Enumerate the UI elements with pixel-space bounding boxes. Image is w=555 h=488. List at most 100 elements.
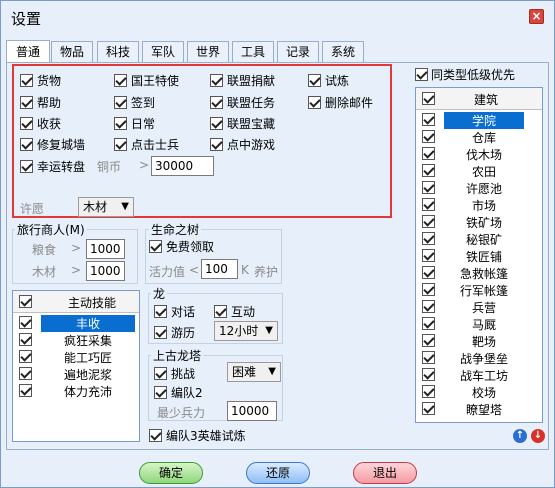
building-checkbox[interactable] <box>422 368 435 381</box>
building-checkbox[interactable] <box>422 334 435 347</box>
close-button[interactable]: × <box>529 9 544 24</box>
low-priority-checkbox[interactable] <box>415 68 428 81</box>
list-item[interactable]: 能工巧匠 <box>13 349 139 366</box>
skills-list[interactable]: 主动技能 丰收 疯狂采集 能工巧匠 遍地泥浆 体力充沛 <box>12 290 140 442</box>
building-checkbox[interactable] <box>422 283 435 296</box>
buildings-select-all-checkbox[interactable] <box>422 92 435 105</box>
list-item[interactable]: 仓库 <box>416 129 542 146</box>
skill-checkbox[interactable] <box>19 316 32 329</box>
list-item[interactable]: 农田 <box>416 163 542 180</box>
building-checkbox[interactable] <box>422 385 435 398</box>
list-item[interactable]: 铁匠铺 <box>416 248 542 265</box>
building-checkbox[interactable] <box>422 232 435 245</box>
building-checkbox[interactable] <box>422 147 435 160</box>
merchant-food-input[interactable]: 1000 <box>86 239 125 259</box>
list-item[interactable]: 疯狂采集 <box>13 332 139 349</box>
list-item[interactable]: 靶场 <box>416 333 542 350</box>
building-checkbox[interactable] <box>422 402 435 415</box>
dragon-duration-select[interactable]: 12小时 ▼ <box>214 321 278 341</box>
list-item[interactable]: 秘银矿 <box>416 231 542 248</box>
skill-checkbox[interactable] <box>19 350 32 363</box>
building-label: 瞭望塔 <box>465 403 502 417</box>
harvest-checkbox[interactable] <box>20 117 33 130</box>
checkin-checkbox[interactable] <box>114 96 127 109</box>
building-checkbox[interactable] <box>422 215 435 228</box>
list-item[interactable]: 铁矿场 <box>416 214 542 231</box>
lucky-wheel-checkbox[interactable] <box>20 160 33 173</box>
list-item[interactable]: 学院 <box>416 112 542 129</box>
move-down-icon[interactable]: ↓ <box>531 429 545 443</box>
tab-system[interactable]: 系统 <box>322 41 364 63</box>
tower-challenge-checkbox[interactable] <box>154 367 167 380</box>
move-up-icon[interactable]: ↑ <box>513 429 527 443</box>
building-checkbox[interactable] <box>422 317 435 330</box>
list-item[interactable]: 遍地泥浆 <box>13 366 139 383</box>
delete-mail-checkbox[interactable] <box>308 96 321 109</box>
ok-button[interactable]: 确定 <box>139 462 203 484</box>
skill-checkbox[interactable] <box>19 333 32 346</box>
list-item[interactable]: 行军帐篷 <box>416 282 542 299</box>
wish-select[interactable]: 木材 ▼ <box>78 197 134 217</box>
building-checkbox[interactable] <box>422 130 435 143</box>
tab-items[interactable]: 物品 <box>51 41 93 63</box>
tower-team2-checkbox[interactable] <box>154 386 167 399</box>
building-checkbox[interactable] <box>422 181 435 194</box>
list-item[interactable]: 许愿池 <box>416 180 542 197</box>
tower-difficulty-select[interactable]: 困难 ▼ <box>227 362 281 382</box>
list-item[interactable]: 马厩 <box>416 316 542 333</box>
tab-army[interactable]: 军队 <box>142 41 184 63</box>
exit-button[interactable]: 退出 <box>353 462 417 484</box>
list-item[interactable]: 战车工坊 <box>416 367 542 384</box>
list-item[interactable]: 兵营 <box>416 299 542 316</box>
tab-general[interactable]: 普通 <box>6 40 50 64</box>
list-item[interactable]: 丰收 <box>13 315 139 332</box>
help-checkbox[interactable] <box>20 96 33 109</box>
building-checkbox[interactable] <box>422 198 435 211</box>
building-label: 兵营 <box>471 301 496 315</box>
list-item[interactable]: 瞭望塔 <box>416 401 542 418</box>
building-checkbox[interactable] <box>422 351 435 364</box>
merchant-wood-input[interactable]: 1000 <box>86 261 125 281</box>
free-claim-label: 免费领取 <box>166 240 215 254</box>
copper-input[interactable]: 30000 <box>151 156 214 176</box>
repair-wall-checkbox[interactable] <box>20 138 33 151</box>
skill-checkbox[interactable] <box>19 367 32 380</box>
list-item[interactable]: 急救帐篷 <box>416 265 542 282</box>
buildings-list[interactable]: 建筑 学院 仓库 伐木场 农田 许愿池 市场 铁矿场 秘银矿 铁匠铺 急救帐篷 … <box>415 87 543 423</box>
building-checkbox[interactable] <box>422 300 435 313</box>
free-claim-checkbox[interactable] <box>149 240 162 253</box>
tab-world[interactable]: 世界 <box>187 41 229 63</box>
alliance-treasure-checkbox[interactable] <box>210 117 223 130</box>
building-checkbox[interactable] <box>422 164 435 177</box>
building-checkbox[interactable] <box>422 266 435 279</box>
list-item[interactable]: 市场 <box>416 197 542 214</box>
alliance-quest-checkbox[interactable] <box>210 96 223 109</box>
tab-log[interactable]: 记录 <box>277 41 319 63</box>
min-troops-input[interactable]: 10000 <box>227 401 277 421</box>
building-checkbox[interactable] <box>422 249 435 262</box>
building-label: 行军帐篷 <box>459 284 508 298</box>
alliance-donate-checkbox[interactable] <box>210 74 223 87</box>
click-game-checkbox[interactable] <box>210 138 223 151</box>
list-item[interactable]: 伐木场 <box>416 146 542 163</box>
building-checkbox[interactable] <box>422 113 435 126</box>
royal-envoy-checkbox[interactable] <box>114 74 127 87</box>
list-item[interactable]: 体力充沛 <box>13 383 139 400</box>
dragon-dialog-checkbox[interactable] <box>154 305 167 318</box>
cargo-checkbox[interactable] <box>20 74 33 87</box>
hero-trial-checkbox[interactable] <box>149 429 162 442</box>
tab-tools[interactable]: 工具 <box>232 41 274 63</box>
restore-button[interactable]: 还原 <box>246 462 310 484</box>
dragon-interact-checkbox[interactable] <box>214 305 227 318</box>
dragon-play-checkbox[interactable] <box>154 326 167 339</box>
list-item[interactable]: 校场 <box>416 384 542 401</box>
skill-checkbox[interactable] <box>19 384 32 397</box>
skills-select-all-checkbox[interactable] <box>19 295 32 308</box>
vitality-input[interactable]: 100 <box>201 259 238 279</box>
trial-checkbox[interactable] <box>308 74 321 87</box>
daily-checkbox[interactable] <box>114 117 127 130</box>
building-label: 马厩 <box>471 318 496 332</box>
click-soldier-checkbox[interactable] <box>114 138 127 151</box>
tab-tech[interactable]: 科技 <box>97 41 139 63</box>
list-item[interactable]: 战争堡垒 <box>416 350 542 367</box>
